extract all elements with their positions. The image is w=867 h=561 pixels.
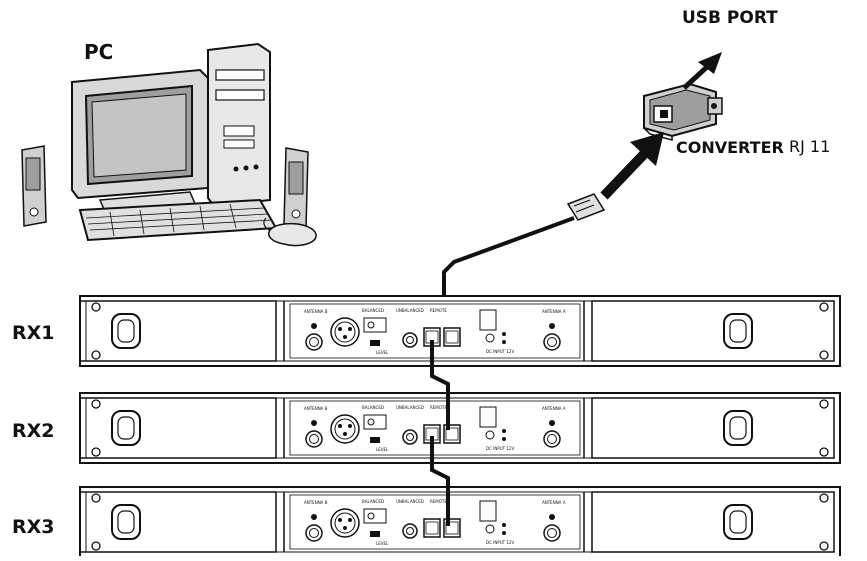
link-cable-rx2-rx3 <box>430 436 450 526</box>
pc-illustration <box>21 42 317 247</box>
rx3-label: RX3 <box>12 516 55 538</box>
rx1-label: RX1 <box>12 322 55 344</box>
receiver-rx1 <box>79 295 841 367</box>
rx2-label: RX2 <box>12 420 55 442</box>
converter-label: CONVERTER <box>676 138 784 157</box>
rj11-arrow <box>600 132 664 200</box>
receiver-rx3 <box>79 486 841 558</box>
rj11-label: RJ 11 <box>789 137 831 156</box>
link-cable-rx1-rx2 <box>430 340 450 430</box>
pc-label: PC <box>84 40 114 64</box>
receiver-rx2 <box>79 392 841 464</box>
usb-converter <box>643 82 723 141</box>
usb-port-label: USB PORT <box>682 8 778 28</box>
usb-arrow <box>682 52 722 90</box>
rj11-plug <box>566 193 606 221</box>
